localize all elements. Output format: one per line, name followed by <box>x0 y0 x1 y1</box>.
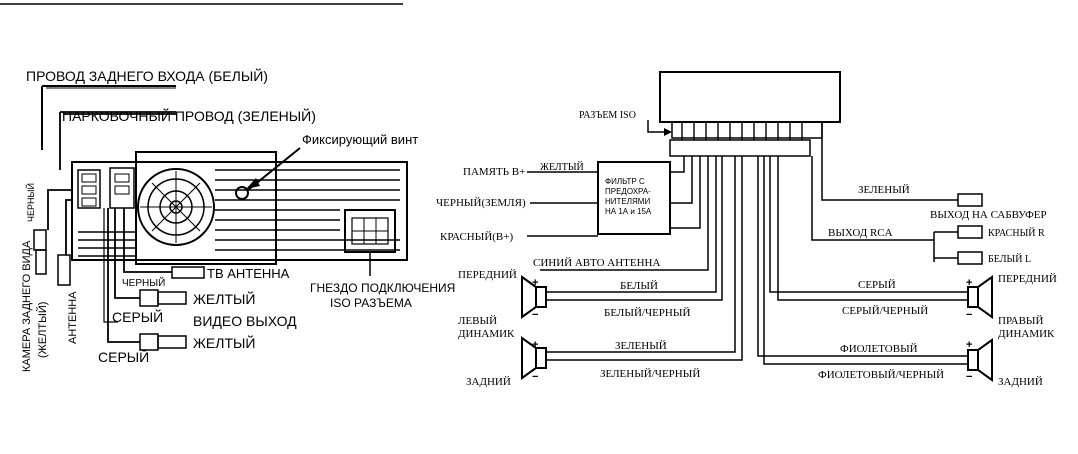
speaker-rear-left-icon <box>521 336 547 380</box>
yellow-label-2: ЖЕЛТЫЙ <box>193 334 255 351</box>
right-speaker-label-line1: ПРАВЫЙ <box>998 315 1044 327</box>
plus-rear-left: + <box>532 339 538 351</box>
minus-front-right: − <box>966 309 972 321</box>
iso-connector-label: РАЗЪЕМ ISO <box>579 110 636 121</box>
blue-antenna-label: СИНИЙ АВТО АНТЕННА <box>533 257 660 269</box>
white-l-label: БЕЛЫЙ L <box>988 253 1031 265</box>
iso-connector-drawing <box>647 71 841 157</box>
plus-front-left: + <box>532 277 538 289</box>
plus-front-right: + <box>966 277 972 289</box>
plus-rear-right: + <box>966 339 972 351</box>
tv-antenna-label: ТВ АНТЕННА <box>207 266 290 281</box>
black-label: ЧЕРНЫЙ <box>122 276 165 289</box>
rear-left-label: ЗАДНИЙ <box>466 376 511 388</box>
green-wire-label: ЗЕЛЕНЫЙ <box>615 340 667 352</box>
front-right-label: ПЕРЕДНИЙ <box>998 273 1057 285</box>
fixing-screw-label: Фиксирующий винт <box>302 132 418 147</box>
front-left-label: ПЕРЕДНИЙ <box>458 269 517 281</box>
minus-rear-right: − <box>966 371 972 383</box>
red-r-label: КРАСНЫЙ R <box>988 227 1045 239</box>
filter-label-line3: НИТЕЛЯМИ <box>605 197 650 206</box>
filter-label-line1: ФИЛЬТР С <box>605 177 645 186</box>
white-wire-label: БЕЛЫЙ <box>620 280 658 292</box>
rear-camera-label-line1: КАМЕРА ЗАДНЕГО ВИДА <box>21 240 33 372</box>
black-top-label: ЧЕРНЫЙ <box>25 183 36 222</box>
rear-right-label: ЗАДНИЙ <box>998 376 1043 388</box>
antenna-label: АНТЕННА <box>67 291 79 344</box>
rca-jacks <box>957 193 983 265</box>
filter-label-line2: ПРЕДОХРА- <box>605 187 651 196</box>
violet-wire-label: ФИОЛЕТОВЫЙ <box>840 343 918 355</box>
yellow-label-1: ЖЕЛТЫЙ <box>193 290 255 307</box>
red-b-label: КРАСНЫЙ(В+) <box>440 231 513 243</box>
left-speaker-label-line1: ЛЕВЫЙ <box>458 315 497 327</box>
memory-label: ПАМЯТЬ В+ <box>463 166 525 178</box>
speaker-front-left-icon <box>521 275 547 319</box>
filter-label-line4: НА 1А и 15А <box>605 207 652 216</box>
speaker-rear-right-icon <box>967 338 993 382</box>
gray-label-1: СЕРЫЙ <box>112 308 163 325</box>
rca-out-label: ВЫХОД RCA <box>828 227 893 239</box>
green-sub-wire-label: ЗЕЛЕНЫЙ <box>858 184 910 196</box>
minus-front-left: − <box>532 309 538 321</box>
filter-box <box>597 161 671 235</box>
gray-black-wire-label: СЕРЫЙ/ЧЕРНЫЙ <box>842 305 928 317</box>
sub-out-label: ВЫХОД НА САБВУФЕР <box>930 209 1047 221</box>
white-black-wire-label: БЕЛЫЙ/ЧЕРНЫЙ <box>604 307 690 319</box>
head-unit-drawing <box>33 85 408 351</box>
rear-camera-label-line2: (ЖЕЛТЫЙ) <box>36 302 49 358</box>
video-out-label: ВИДЕО ВЫХОД <box>193 313 297 329</box>
gray-wire-label: СЕРЫЙ <box>858 279 896 291</box>
iso-socket-label-line2: ISO РАЗЪЕМА <box>330 296 412 310</box>
black-ground-label: ЧЕРНЫЙ(ЗЕМЛЯ) <box>436 197 526 209</box>
right-speaker-label-line2: ДИНАМИК <box>998 328 1055 340</box>
iso-socket-label-line1: ГНЕЗДО ПОДКЛЮЧЕНИЯ <box>310 281 455 295</box>
wires <box>527 122 980 365</box>
green-black-wire-label: ЗЕЛЕНЫЙ/ЧЕРНЫЙ <box>600 368 700 380</box>
yellow-wire-label: ЖЕЛТЫЙ <box>540 161 584 173</box>
left-speaker-label-line2: ДИНАМИК <box>458 328 515 340</box>
minus-rear-left: − <box>532 371 538 383</box>
iso-arrow-icon <box>664 128 672 136</box>
rear-input-wire-label: ПРОВОД ЗАДНЕГО ВХОДА (БЕЛЫЙ) <box>26 67 268 84</box>
speaker-front-right-icon <box>967 275 993 319</box>
screw-arrow-icon <box>246 178 260 189</box>
parking-wire-label: ПАРКОВОЧНЫЙ ПРОВОД (ЗЕЛЕНЫЙ) <box>62 107 316 124</box>
violet-black-wire-label: ФИОЛЕТОВЫЙ/ЧЕРНЫЙ <box>818 369 944 381</box>
gray-label-2: СЕРЫЙ <box>98 348 149 365</box>
